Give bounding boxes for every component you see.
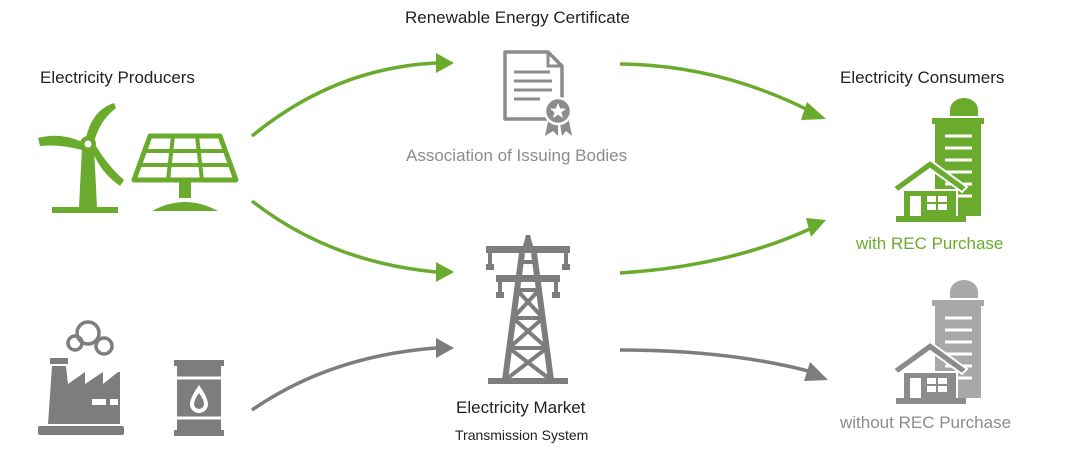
arrow-fossil-to-market <box>251 338 454 412</box>
arrow-producers-to-market <box>250 199 454 282</box>
issuer-label: Association of Issuing Bodies <box>406 146 628 165</box>
arrow-producers-to-certificate <box>250 53 454 138</box>
transmission-tower-icon <box>486 235 570 384</box>
transmission-label: Transmission System <box>455 427 589 443</box>
market-label: Electricity Market <box>456 398 586 417</box>
certificate-label: Renewable Energy Certificate <box>405 8 630 27</box>
consumers-label: Electricity Consumers <box>840 68 1005 87</box>
building-house-icon <box>891 98 984 222</box>
oil-barrel-icon <box>174 360 224 436</box>
producers-label: Electricity Producers <box>40 68 195 87</box>
arrow-market-to-without-rec <box>619 348 828 381</box>
solar-panel-icon <box>131 133 239 211</box>
arrow-market-to-with-rec <box>619 218 826 275</box>
with-rec-label: with REC Purchase <box>856 234 1004 253</box>
wind-turbine-icon <box>38 103 124 213</box>
factory-icon <box>38 320 124 435</box>
certificate-icon <box>503 50 573 136</box>
arrow-certificate-to-consumers <box>619 62 826 120</box>
without-rec-label: without REC Purchase <box>840 413 1012 432</box>
building-house-icon <box>891 280 984 404</box>
